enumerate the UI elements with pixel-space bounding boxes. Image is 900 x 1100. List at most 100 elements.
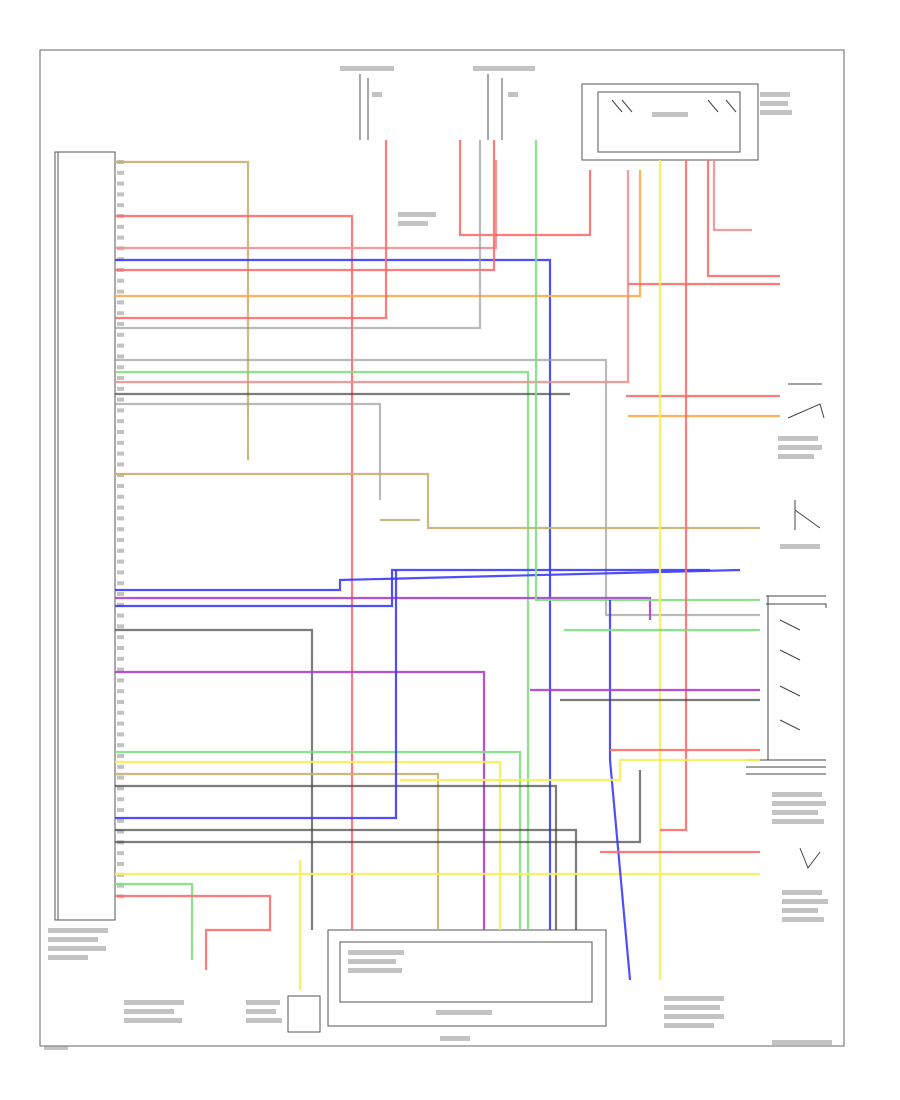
violet-wire	[115, 596, 652, 620]
tcm-pin-number	[117, 721, 124, 726]
tan-wire	[115, 472, 760, 530]
tcm-pin-number	[117, 408, 124, 413]
tcm-pin-number	[117, 354, 124, 359]
tcm-pin-number	[117, 592, 124, 596]
dark-wire	[115, 784, 558, 930]
tcm-caption	[48, 928, 108, 960]
dark-wire	[115, 770, 642, 844]
gray-wire	[115, 402, 382, 500]
blue-wire	[115, 258, 552, 930]
diagram-border	[39, 49, 845, 1047]
tcm-pin-number	[117, 602, 124, 607]
tcm-pin-number	[117, 581, 124, 586]
transmission-control-module	[48, 151, 124, 960]
tcm-pin-number	[117, 613, 124, 618]
tcm-pin-number	[117, 343, 124, 348]
tcm-pin-number	[117, 181, 124, 186]
tcm-pin-number	[117, 689, 124, 694]
tcm-pin-number	[117, 883, 124, 888]
tcm-pin-number	[117, 494, 124, 499]
speed-sensor	[782, 847, 828, 922]
pink-wire	[115, 170, 630, 384]
tcm-pin-number	[117, 624, 124, 629]
yellow-wire	[115, 760, 502, 930]
footer-left-mark	[44, 1046, 68, 1050]
green-wire	[115, 750, 522, 930]
red-wire	[458, 140, 592, 237]
tcm-pin-number	[117, 538, 124, 542]
tcm-pin-number	[117, 851, 124, 856]
tcm-pin-number	[117, 289, 124, 294]
yellow-wire	[400, 758, 760, 782]
pink-wire	[115, 160, 498, 250]
tcm-pin-number	[117, 430, 124, 434]
tcm-pin-number	[117, 397, 124, 402]
kickdown-switch	[780, 500, 821, 549]
blue-wire	[608, 600, 632, 981]
tcm-pin-number	[117, 365, 124, 370]
transmission-range-switch	[746, 595, 827, 824]
tcm-pin-number	[117, 764, 124, 769]
tcm-pin-number	[117, 559, 124, 564]
tcm-pin-number	[117, 192, 124, 197]
tcm-pin-number	[117, 743, 124, 748]
tcm-pin-number	[117, 419, 124, 424]
tcm-pin-number	[117, 170, 124, 175]
tan-wire	[115, 160, 250, 460]
tcm-pin-number	[117, 224, 124, 229]
throttle-position-sensor	[246, 995, 321, 1033]
tcm-pin-number	[117, 635, 124, 640]
tcm-pin-number	[117, 732, 124, 737]
tcm-pin-number	[117, 786, 124, 791]
shift-lock-switch	[778, 383, 825, 459]
tcm-pin-number	[117, 386, 124, 391]
tcm-pin-number	[117, 235, 124, 240]
red-wire	[115, 140, 388, 320]
tcm-pin-number	[117, 775, 124, 780]
wire-harness	[115, 140, 780, 990]
blue-wire	[115, 568, 741, 592]
tcm-pin-number	[117, 332, 124, 337]
tcm-pin-number	[117, 570, 124, 575]
tcm-pin-number	[117, 322, 124, 326]
green-wire	[115, 370, 530, 930]
tcm-pin-number	[117, 451, 124, 456]
tcm-pin-number	[117, 516, 124, 521]
tcm-pin-number	[117, 548, 124, 553]
tcm-pin-number	[117, 829, 124, 834]
tcm-pin-number	[117, 505, 124, 510]
tcm-pin-number	[117, 484, 124, 488]
tcm-pin-number	[117, 462, 124, 467]
engine-control-module-connector	[664, 996, 724, 1028]
tcm-pin-number	[117, 376, 124, 380]
gray-wire	[115, 140, 482, 330]
blue-wire	[115, 570, 398, 820]
green-wire	[534, 140, 760, 602]
tcm-pin-number	[117, 311, 124, 316]
tcm-pin-number	[117, 700, 124, 704]
relay-box	[581, 83, 792, 161]
tcm-pin-number	[117, 754, 124, 758]
tcm-pin-number	[117, 678, 124, 683]
red-wire	[115, 894, 272, 970]
footer-id	[772, 1040, 832, 1045]
dash-ground	[124, 1000, 184, 1023]
tcm-pin-number	[117, 808, 124, 812]
hot-at-all-times-fuse	[340, 66, 394, 140]
tcm-pin-number	[117, 527, 124, 532]
red-wire	[115, 214, 354, 930]
tcm-pin-number	[117, 667, 124, 672]
tcm-pin-number	[117, 797, 124, 802]
gray-wire	[115, 358, 760, 617]
tcm-pin-number	[117, 862, 124, 866]
tcm-pin-number	[117, 440, 124, 445]
hot-in-run-fuse	[473, 66, 535, 140]
tcm-pin-number	[117, 278, 124, 283]
dark-wire	[115, 828, 578, 930]
orange-wire	[115, 170, 642, 298]
red-wire	[706, 160, 780, 278]
red-wire	[115, 140, 496, 272]
tcm-pin-number	[117, 646, 124, 650]
tcm-pin-number	[117, 473, 124, 478]
